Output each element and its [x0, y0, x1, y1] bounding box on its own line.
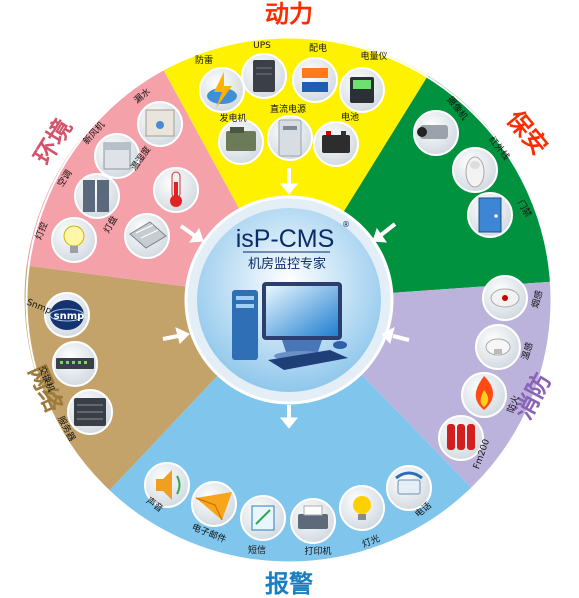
label-meter: 电量仪 [360, 50, 387, 62]
label-ups: UPS [253, 41, 271, 51]
item-smoke: 烟感 [482, 275, 545, 321]
category-title-alarm: 报警 [265, 570, 313, 598]
printer-icon [298, 514, 328, 529]
generator-icon [226, 131, 256, 151]
phone-icon [397, 479, 421, 495]
item-dc-power: 直流电源 [267, 103, 313, 161]
label-distribution: 配电 [309, 42, 327, 54]
arrow-fire [381, 327, 410, 345]
center-core: isP-CMS ® 机房监控专家 [184, 195, 394, 405]
arrow-alarm [279, 405, 299, 429]
registered-mark: ® [342, 220, 350, 229]
speaker-icon [156, 470, 172, 500]
group-fire: 烟感 温感 防火 Fm200 [438, 275, 545, 471]
item-light-fix: 灯盘 [101, 213, 170, 259]
item-server: 服务器 [55, 389, 113, 443]
group-network: snmp Snmp 交换机 服务器 [25, 292, 113, 443]
arrow-security [372, 222, 397, 243]
dc-cabinet-icon [278, 119, 302, 157]
door-icon [478, 197, 502, 233]
gas-cylinder-icon [447, 424, 455, 450]
item-distribution: 配电 [292, 42, 338, 103]
temperature-sensor-icon [485, 338, 511, 356]
arrows [162, 168, 410, 429]
ups-cabinet-icon [253, 60, 275, 92]
aircon-unit-icon [83, 180, 95, 212]
group-alarm: 电话 灯光 打印机 短信 电子邮件 [144, 462, 434, 557]
group-power: 防雷 UPS 配电 电量仪 发电机 [195, 41, 388, 167]
breaker-icon [302, 68, 328, 78]
lightning-icon [214, 72, 232, 108]
snmp-badge-text: snmp [54, 311, 85, 322]
brand-title: isP-CMS [236, 225, 335, 253]
item-sound: 声音 [144, 462, 190, 515]
email-icon [196, 492, 232, 520]
item-generator: 发电机 [218, 112, 264, 165]
item-fire-alarm: 防火 [461, 372, 522, 418]
bulb-icon [353, 496, 371, 514]
item-email: 电子邮件 [190, 481, 237, 546]
label-dc-power: 直流电源 [270, 103, 306, 115]
item-meter: 电量仪 [339, 50, 388, 113]
arrow-environment [179, 224, 204, 243]
snmp-globe-icon [50, 300, 84, 330]
label-sms: 短信 [248, 544, 266, 556]
arrow-network [162, 327, 190, 344]
arrow-power [279, 168, 299, 195]
item-battery: 电池 [313, 111, 359, 167]
item-ups: UPS [241, 41, 287, 99]
label-lightning: 防雷 [195, 54, 213, 66]
computer-icon [232, 282, 348, 370]
brand-subtitle: 机房监控专家 [248, 256, 326, 272]
category-title-power: 动力 [265, 0, 313, 28]
camera-icon [420, 125, 448, 139]
label-printer: 打印机 [304, 545, 331, 557]
item-temp-sensor: 温感 [475, 324, 536, 370]
label-battery: 电池 [341, 111, 359, 123]
item-sms: 短信 [240, 495, 286, 556]
item-door: 门禁 [467, 192, 534, 238]
label-generator: 发电机 [219, 112, 246, 124]
lightbulb-icon [63, 225, 85, 247]
item-printer: 打印机 [290, 498, 336, 557]
item-lightning: 防雷 [195, 54, 245, 113]
battery-icon [322, 135, 350, 153]
